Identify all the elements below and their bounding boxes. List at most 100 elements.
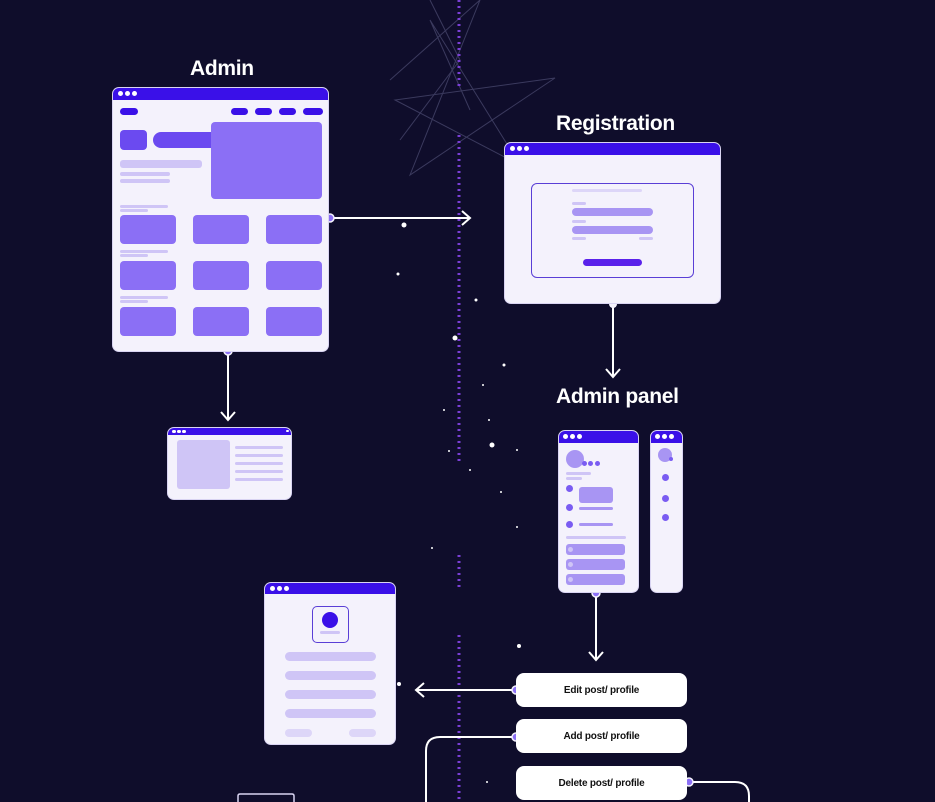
window-dot <box>182 429 186 433</box>
admin-title: Admin <box>190 57 254 80</box>
form-field <box>285 690 376 699</box>
grid-card <box>120 215 176 244</box>
menu-bullet <box>566 504 573 511</box>
status-dot <box>669 457 673 461</box>
window-dot <box>118 91 123 96</box>
form-field <box>285 709 376 718</box>
form-title-line <box>572 189 642 192</box>
text-line <box>566 472 591 475</box>
text-line <box>235 454 283 457</box>
nav-logo <box>120 108 138 115</box>
registration-window <box>505 143 720 303</box>
text-line <box>120 179 170 183</box>
window-dot <box>270 586 275 591</box>
window-title-bar <box>113 88 328 100</box>
form-link <box>572 237 586 240</box>
window-dot <box>524 146 529 151</box>
grid-card <box>120 307 176 336</box>
text-line <box>120 160 202 168</box>
window-dot <box>172 429 176 433</box>
admin-panel-title: Admin panel <box>556 385 679 408</box>
nav-item <box>279 108 296 115</box>
window-dot <box>669 434 674 439</box>
admin-window <box>113 88 328 351</box>
window-dot <box>125 91 130 96</box>
window-dot <box>577 434 582 439</box>
menu-line <box>579 523 613 526</box>
form-field <box>285 671 376 680</box>
text-line <box>566 477 582 480</box>
text-line <box>235 462 283 465</box>
registration-form-card <box>531 183 694 278</box>
partial-window-edge <box>237 793 295 802</box>
menu-bullet <box>662 495 669 502</box>
add-post-profile-node: Add post/ profile <box>516 719 687 753</box>
profile-photo-frame <box>312 606 349 643</box>
profile-photo-avatar <box>322 612 338 628</box>
status-dot <box>588 461 593 466</box>
window-dot <box>277 586 282 591</box>
form-button <box>285 729 312 737</box>
status-dot <box>595 461 600 466</box>
registration-title: Registration <box>556 112 675 135</box>
text-line <box>120 254 148 257</box>
status-dot <box>582 461 587 466</box>
window-title-bar <box>168 428 291 435</box>
menu-bullet <box>662 514 669 521</box>
window-dot <box>563 434 568 439</box>
form-link <box>639 237 653 240</box>
grid-card <box>266 261 322 290</box>
text-line <box>235 446 283 449</box>
text-line <box>566 536 626 539</box>
submit-button-block <box>583 259 642 266</box>
grid-card <box>120 261 176 290</box>
edit-post-profile-node: Edit post/ profile <box>516 673 687 707</box>
grid-card <box>193 261 249 290</box>
text-line <box>320 631 340 634</box>
form-button <box>349 729 376 737</box>
form-input <box>572 226 653 234</box>
menu-bullet <box>662 474 669 481</box>
connectors <box>220 210 750 802</box>
edit-profile-window <box>265 583 395 744</box>
window-dot <box>177 429 181 433</box>
detail-window <box>168 428 291 499</box>
detail-image-block <box>177 440 230 489</box>
form-input <box>572 208 653 216</box>
text-line <box>120 300 148 303</box>
form-label <box>572 220 586 223</box>
profile-avatar <box>566 450 584 468</box>
window-dot <box>284 586 289 591</box>
profile-avatar <box>658 448 672 462</box>
menu-line <box>579 507 613 510</box>
list-row-dot <box>568 577 573 582</box>
window-dot <box>570 434 575 439</box>
window-dot <box>286 429 289 432</box>
list-row-dot <box>568 562 573 567</box>
text-line <box>235 478 283 481</box>
list-row <box>566 544 625 555</box>
grid-card <box>193 307 249 336</box>
window-title-bar <box>651 431 682 443</box>
list-row <box>566 574 625 585</box>
text-line <box>120 205 168 208</box>
admin-panel-mobile-window <box>651 431 682 592</box>
window-dot <box>655 434 660 439</box>
text-line <box>120 209 148 212</box>
list-row-dot <box>568 547 573 552</box>
text-line <box>120 172 170 176</box>
form-field <box>285 652 376 661</box>
grid-card <box>193 215 249 244</box>
grid-card <box>266 215 322 244</box>
menu-card <box>579 487 613 503</box>
form-label <box>572 202 586 205</box>
grid-card <box>266 307 322 336</box>
menu-bullet <box>566 485 573 492</box>
window-dot <box>132 91 137 96</box>
hero-image-block <box>211 122 322 199</box>
window-title-bar <box>559 431 638 443</box>
text-line <box>120 296 168 299</box>
list-row <box>566 559 625 570</box>
text-line <box>235 470 283 473</box>
